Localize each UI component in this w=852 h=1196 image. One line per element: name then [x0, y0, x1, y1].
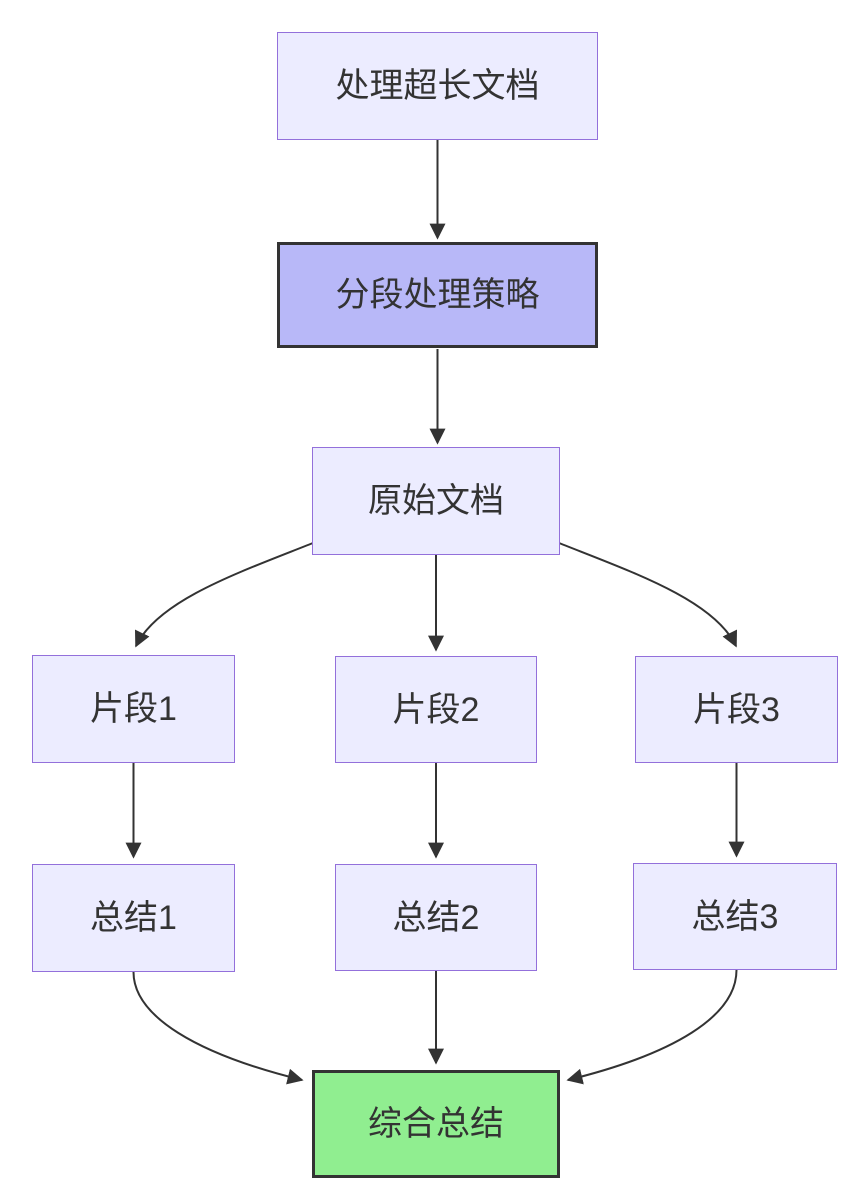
node-source-document: 原始文档 — [312, 447, 560, 555]
edge-e1-to-f — [132, 971, 304, 1085]
node-segment-1: 片段1 — [32, 655, 235, 763]
node-segment-3: 片段3 — [635, 656, 838, 763]
node-segment-2: 片段2 — [335, 656, 537, 763]
edge-c-to-d3 — [558, 542, 737, 648]
node-process-long-doc: 处理超长文档 — [277, 32, 598, 140]
node-summary-2: 总结2 — [335, 864, 537, 971]
edge-c-to-d1 — [135, 542, 314, 648]
edge-e3-to-f — [566, 969, 738, 1085]
node-summary-3: 总结3 — [633, 863, 837, 970]
node-segmentation-strategy: 分段处理策略 — [277, 242, 598, 348]
node-summary-1: 总结1 — [32, 864, 235, 972]
node-final-summary: 综合总结 — [312, 1070, 560, 1178]
